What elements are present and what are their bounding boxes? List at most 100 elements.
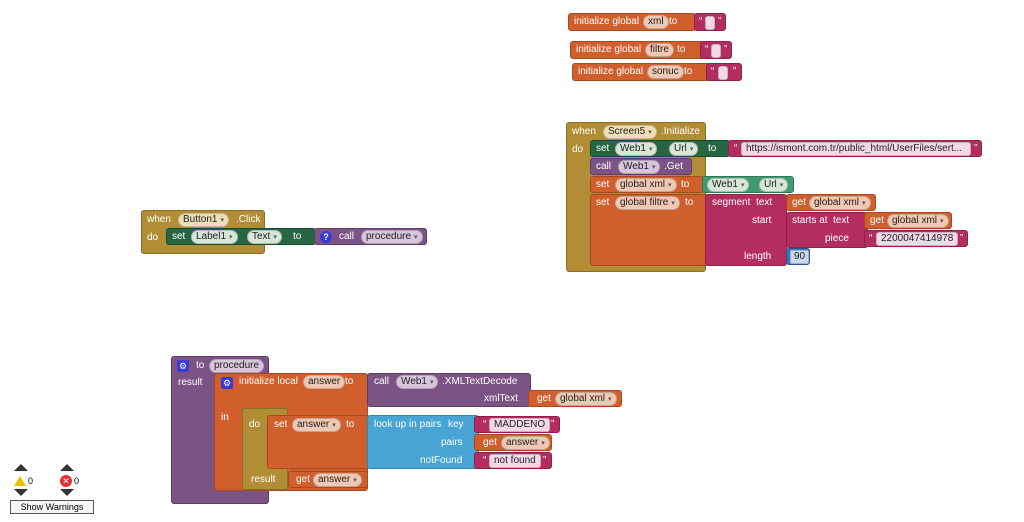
key-string-block[interactable]: “ MADDENO ” [474, 416, 560, 433]
show-warnings-button[interactable]: Show Warnings [10, 500, 94, 514]
event-label: .Initialize [661, 126, 700, 137]
set-label: set [172, 231, 186, 242]
property-field[interactable]: Text▾ [247, 230, 282, 244]
web1-url-getter[interactable]: Web1▾ Url▾ [702, 176, 794, 193]
error-prev-arrow-icon[interactable] [60, 464, 74, 471]
procedure-name-field[interactable]: procedure [209, 359, 265, 373]
variable-field[interactable]: answer▾ [313, 473, 362, 487]
call-web1-get[interactable]: call Web1▾ .Get [590, 158, 692, 175]
variable-field[interactable]: global filtre▾ [615, 196, 680, 210]
url-string-block[interactable]: “ https://ismont.com.tr/public_html/User… [728, 140, 982, 157]
global-name-field[interactable]: xml [643, 15, 669, 29]
set-global-filtre[interactable]: set global filtre▾ to [590, 194, 708, 266]
result-label: result [178, 377, 203, 388]
when-label: when [572, 126, 596, 137]
call-label: call [374, 376, 390, 387]
get-global-xml-proc[interactable]: get global xml▾ [528, 390, 622, 407]
property-field[interactable]: Url▾ [669, 142, 699, 156]
lookup-in-pairs[interactable]: look up in pairs key pairs notFound [367, 415, 479, 469]
set-label: set [274, 419, 288, 430]
init-global-label: initialize global [574, 16, 640, 27]
get-global-xml[interactable]: get global xml▾ [786, 194, 876, 211]
help-icon[interactable]: ? [320, 231, 332, 243]
to-label: to [677, 44, 686, 55]
text-label: text [833, 215, 850, 226]
lookup-label: look up in pairs [374, 419, 442, 430]
component-field[interactable]: Web1▾ [618, 160, 661, 174]
button-component-field[interactable]: Button1▾ [178, 213, 229, 227]
get-global-xml-2[interactable]: get global xml▾ [864, 212, 952, 229]
variable-field[interactable]: global xml▾ [555, 392, 617, 406]
get-label: get [296, 474, 310, 485]
call-procedure-block[interactable]: ? call procedure▾ [314, 228, 427, 245]
init-local-label: initialize local [239, 376, 298, 387]
get-answer-pairs[interactable]: get answer▾ [474, 434, 552, 451]
get-answer-result[interactable]: get answer▾ [288, 471, 368, 488]
notfound-label: notFound [420, 455, 463, 466]
segment-label: segment [712, 197, 751, 208]
to-label: to [708, 143, 717, 154]
call-label: call [339, 231, 355, 242]
global-filtre-value[interactable]: “” [700, 41, 732, 59]
global-name-field[interactable]: sonuc [647, 65, 684, 79]
number-90-block[interactable]: 90 [786, 248, 810, 265]
xmltext-label: xmlText [484, 393, 518, 404]
do-label: do [572, 144, 584, 155]
global-name-field[interactable]: filtre [645, 43, 674, 57]
variable-field[interactable]: answer▾ [501, 436, 550, 450]
key-string-field[interactable]: MADDENO [489, 418, 551, 432]
set-local-answer[interactable]: set answer▾ to [267, 415, 369, 469]
warning-prev-arrow-icon[interactable] [14, 464, 28, 471]
piece-string-field[interactable]: 2200047414978 [876, 232, 959, 246]
number-field[interactable]: 90 [790, 250, 810, 264]
get-label: get [870, 215, 884, 226]
starts-at-block[interactable]: starts at text piece [786, 212, 868, 248]
screen-component-field[interactable]: Screen5▾ [603, 125, 657, 139]
global-filtre-block[interactable]: initialize global filtre to [570, 41, 704, 59]
gear-icon[interactable]: ⚙ [177, 360, 189, 372]
global-xml-block[interactable]: initialize global xml to [568, 13, 696, 31]
call-xmltextdecode[interactable]: call Web1▾ .XMLTextDecode xmlText [367, 373, 531, 407]
global-sonuc-block[interactable]: initialize global sonuc to [572, 63, 710, 81]
empty-string-field[interactable] [711, 44, 721, 58]
to-label: to [346, 419, 355, 430]
set-web1-url[interactable]: set Web1▾ Url▾ to [590, 140, 730, 157]
do-label: do [249, 419, 261, 430]
set-label: set [596, 179, 610, 190]
when-label: when [147, 214, 171, 225]
component-field[interactable]: Web1▾ [396, 375, 439, 389]
to-label: to [684, 66, 693, 77]
variable-field[interactable]: answer▾ [292, 418, 341, 432]
length-label: length [744, 251, 772, 262]
notfound-string-field[interactable]: not found [489, 454, 541, 468]
component-field[interactable]: Label1▾ [191, 230, 238, 244]
empty-string-field[interactable] [705, 16, 715, 30]
piece-string-block[interactable]: “ 2200047414978 ” [864, 230, 968, 247]
variable-field[interactable]: global xml▾ [887, 214, 949, 228]
error-icon: ✕ [60, 475, 72, 487]
set-global-xml[interactable]: set global xml▾ to [590, 176, 704, 193]
start-label: start [752, 215, 772, 226]
in-label: in [221, 412, 229, 423]
text-label: text [756, 197, 773, 208]
notfound-string-block[interactable]: “ not found ” [474, 452, 552, 469]
get-label: get [483, 437, 497, 448]
component-field[interactable]: Web1▾ [615, 142, 658, 156]
empty-string-field[interactable] [718, 66, 728, 80]
segment-block[interactable]: segment text start length [705, 194, 787, 266]
local-name-field[interactable]: answer [303, 375, 346, 389]
warning-next-arrow-icon[interactable] [14, 489, 28, 496]
gear-icon[interactable]: ⚙ [221, 377, 233, 389]
url-string-field[interactable]: https://ismont.com.tr/public_html/UserFi… [741, 142, 971, 156]
error-next-arrow-icon[interactable] [60, 489, 74, 496]
variable-field[interactable]: global xml▾ [615, 178, 677, 192]
component-field[interactable]: Web1▾ [707, 178, 750, 192]
property-field[interactable]: Url▾ [759, 178, 789, 192]
get-label: get [792, 197, 806, 208]
init-global-label: initialize global [578, 66, 644, 77]
global-xml-value[interactable]: “” [694, 13, 726, 31]
procedure-name-field[interactable]: procedure▾ [361, 230, 423, 244]
variable-field[interactable]: global xml▾ [809, 196, 871, 210]
set-label1-text[interactable]: set Label1▾ Text▾ to [166, 228, 316, 245]
global-sonuc-value[interactable]: “” [706, 63, 742, 81]
